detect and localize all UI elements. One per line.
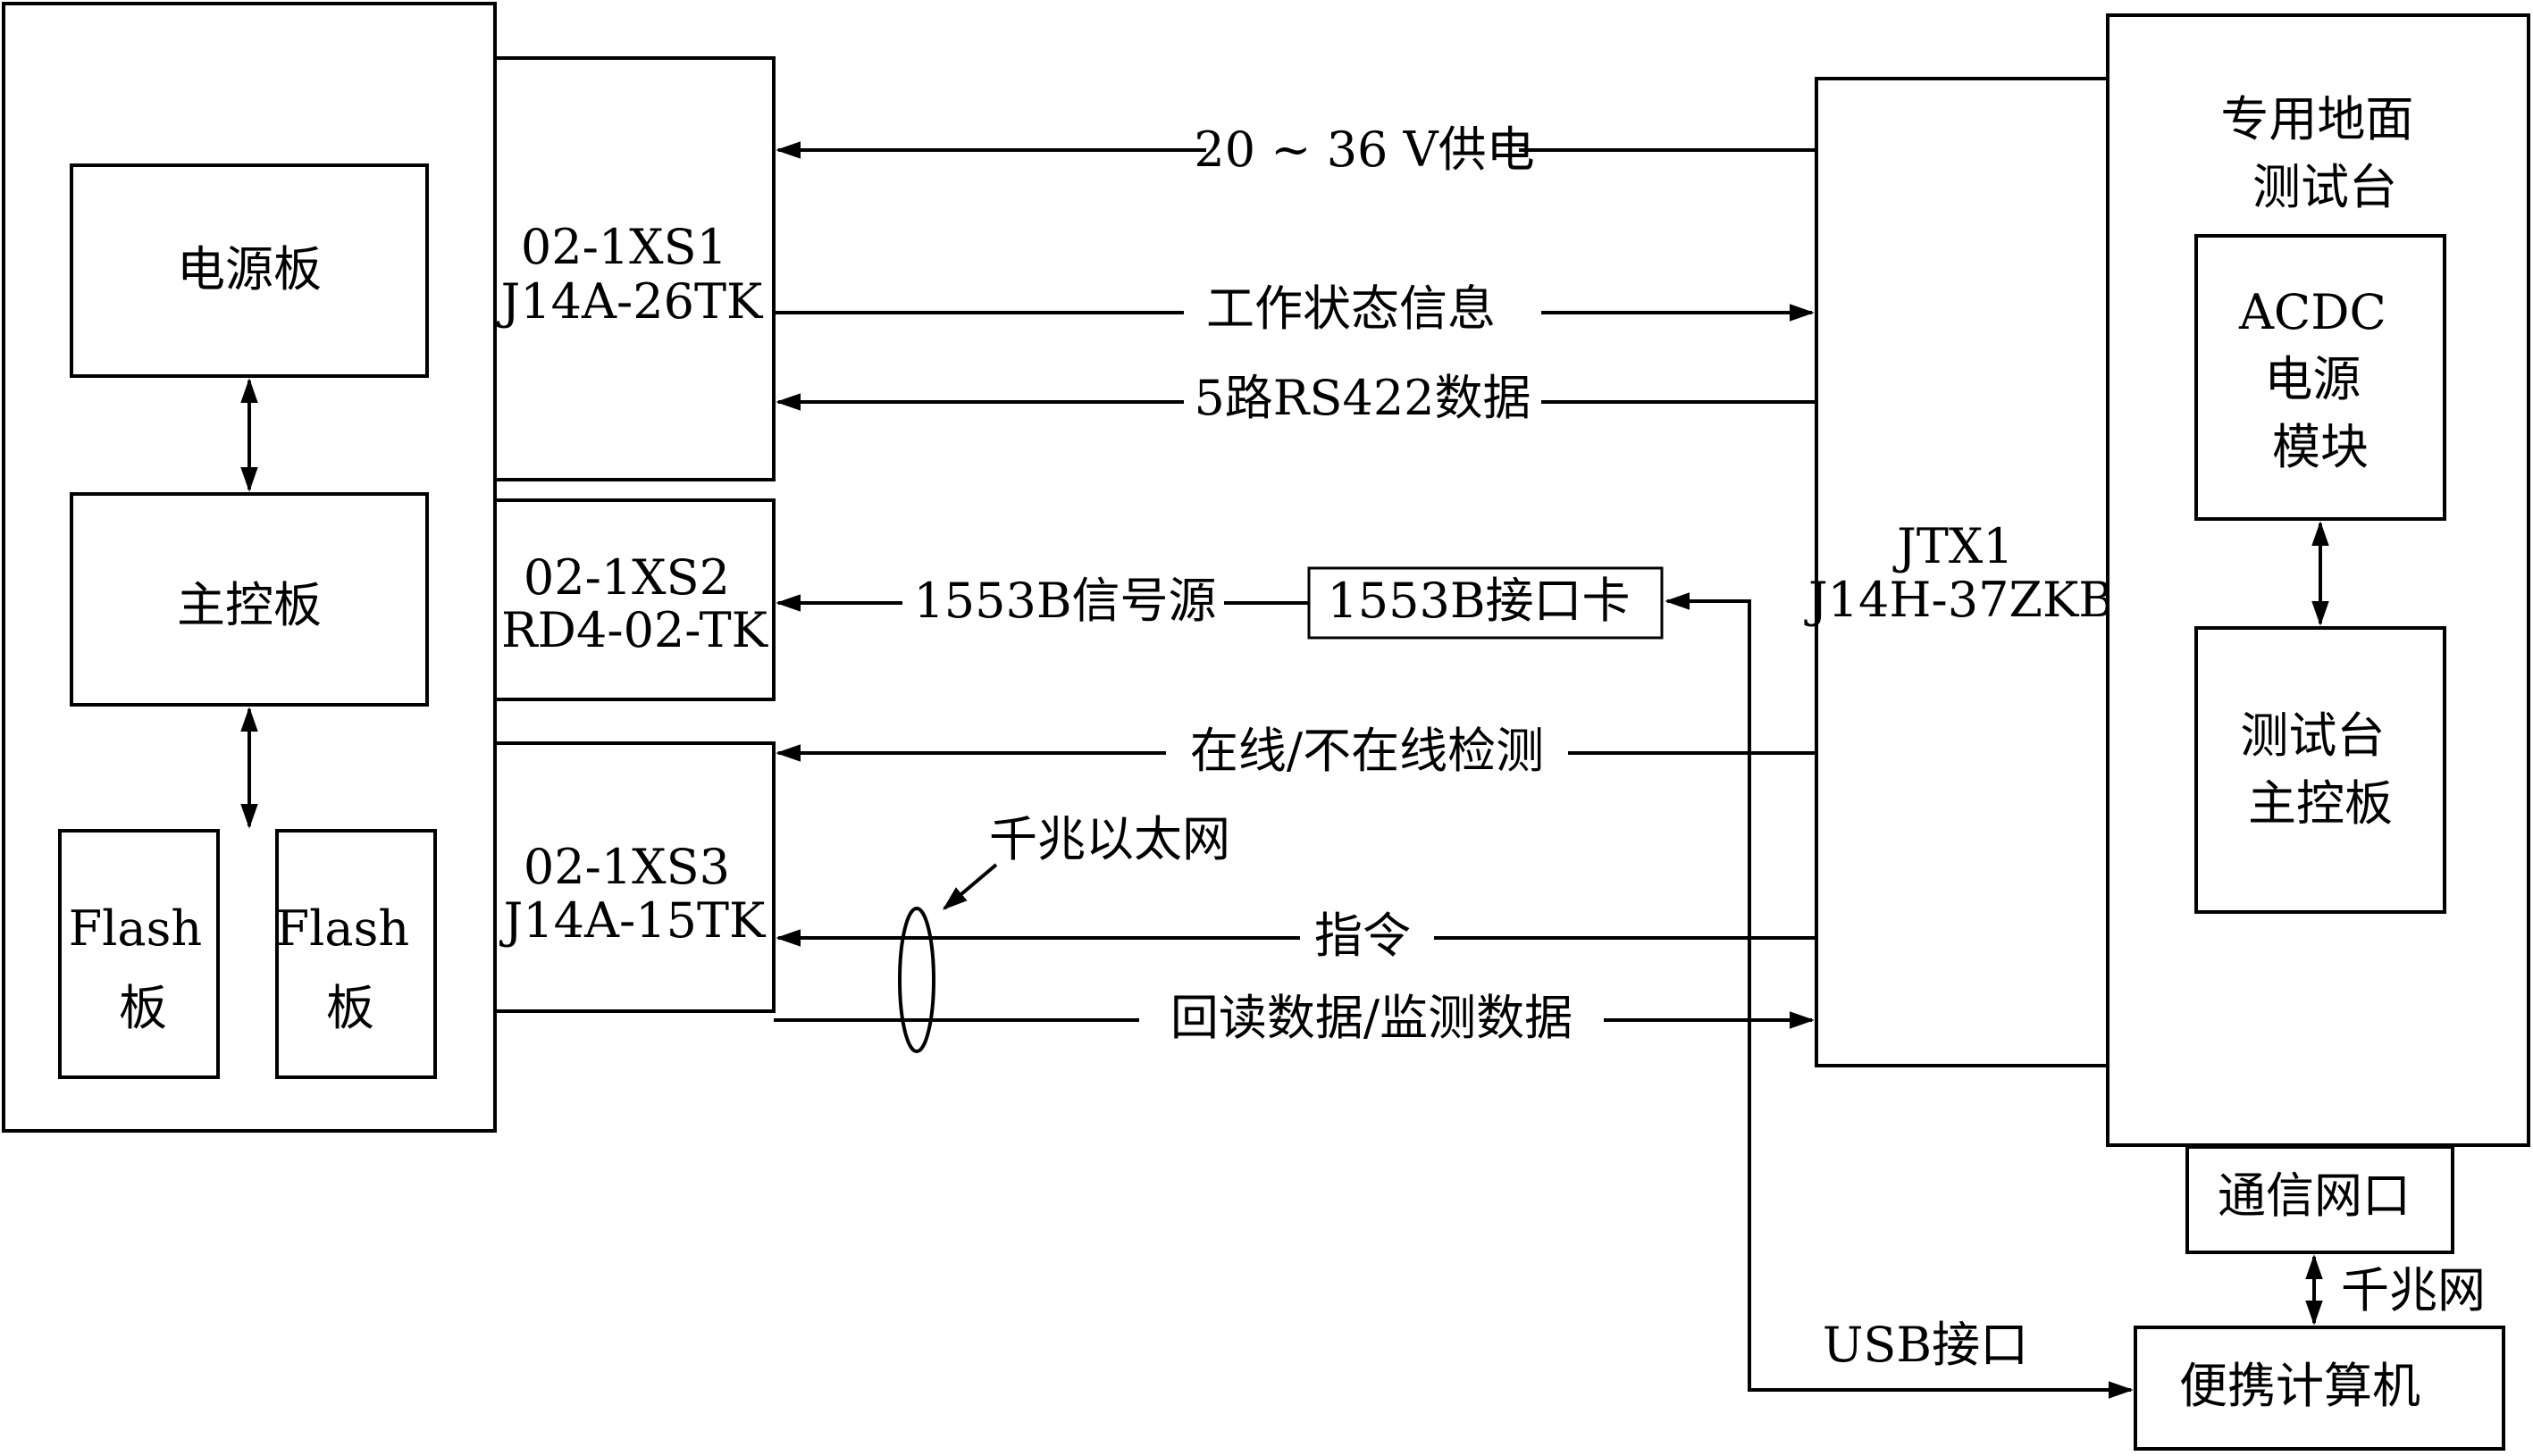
power-board-label: 电源板 [177,241,322,297]
readback-label: 回读数据/监测数据 [1170,990,1573,1046]
ethernet-pointer-arrow [942,863,998,910]
acdc-module-label: ACDC 电源 模块 [2238,284,2402,475]
command-label: 指令 [1314,908,1411,964]
main-board-label: 主控板 [177,577,322,633]
card-1553b-box [1307,566,1664,640]
flash-board-1-label: Flash 板 [69,900,218,1036]
connector-xs3-label: 02-1XS3 J14A-15TK [499,839,767,949]
connector-xs1-label: 02-1XS1 J14A-26TK [497,219,764,330]
connector-xs1 [493,56,776,481]
card-1553b-label: 1553B接口卡 [1327,573,1630,629]
usb-interface-label: USB接口 [1823,1317,2028,1373]
status-info-label: 工作状态信息 [1206,280,1496,337]
laptop-box [2134,1326,2505,1451]
bench-main-board-label: 测试台 主控板 [2240,707,2400,832]
rs422-label: 5路RS422数据 [1194,370,1531,426]
flash-board-2-label: Flash 板 [276,900,425,1036]
connector-xs2-label: 02-1XS2 RD4-02-TK [501,549,769,658]
net-port-box [2185,1145,2454,1254]
online-detect-label: 在线/不在线检测 [1190,723,1544,779]
src-1553b-label: 1553B信号源 [913,573,1216,629]
ethernet-bundle-ellipse [898,907,935,1053]
laptop-label: 便携计算机 [2179,1358,2420,1414]
connector-xs2 [493,498,776,701]
power-supply-label: 20 ~ 36 V供电 [1194,121,1534,178]
flash-board-1-box [58,829,220,1079]
flash-board-2-box [275,829,437,1079]
usb-link-line [1665,592,2134,1399]
gigabit-ethernet-label: 千兆以太网 [989,811,1230,867]
bench-main-board-box [2194,626,2446,914]
connector-xs3 [493,741,776,1013]
main-board-box [70,492,429,707]
power-board-box [70,163,429,378]
acdc-module-box [2194,234,2446,521]
gigabit-network-label: 千兆网 [2341,1262,2486,1318]
test-bench-title: 专用地面 测试台 [2220,91,2428,215]
net-port-label: 通信网口 [2218,1167,2411,1224]
